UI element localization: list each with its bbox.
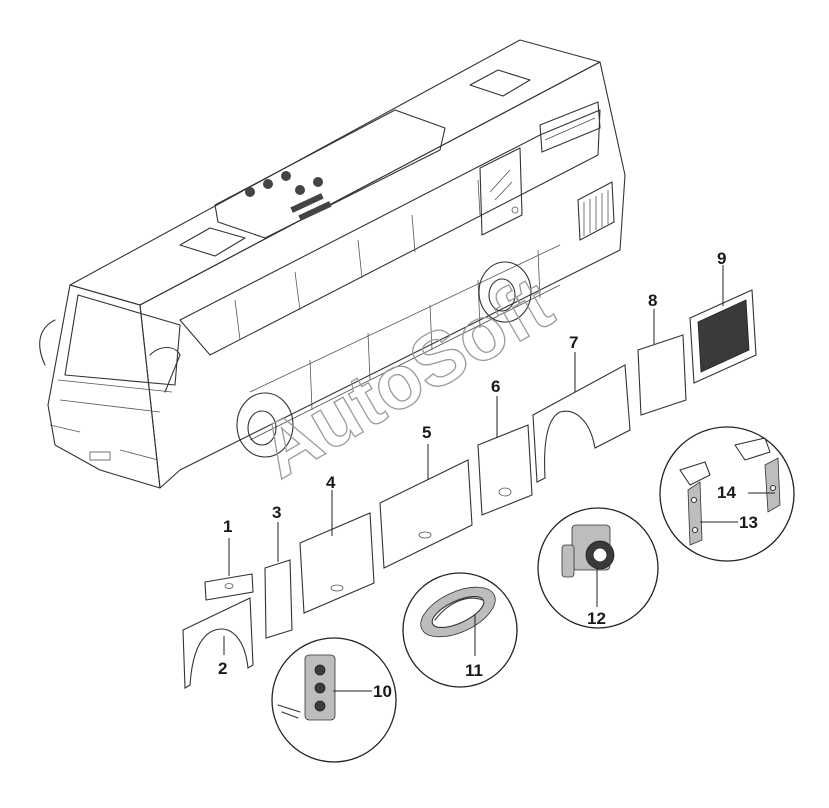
bus-illustration <box>39 39 626 489</box>
callout-10: 10 <box>373 682 392 701</box>
detail-12-lock-cylinder <box>537 507 659 629</box>
part-7-arch-panel <box>532 364 631 483</box>
callout-6: 6 <box>491 377 500 396</box>
detail-10-lock <box>271 637 397 763</box>
callout-4: 4 <box>326 473 336 492</box>
callout-11: 11 <box>465 661 483 680</box>
part-8-panel <box>637 334 687 416</box>
callout-8: 8 <box>648 291 657 310</box>
callout-3: 3 <box>272 503 281 522</box>
callout-1: 1 <box>223 517 232 536</box>
part-5-panel <box>379 459 473 569</box>
callout-14: 14 <box>717 483 736 502</box>
part-1-plate <box>204 573 254 601</box>
leader-lines <box>223 265 775 692</box>
part-6-panel <box>477 424 533 516</box>
detail-13-14-brackets <box>659 426 795 562</box>
part-2-arch-panel <box>182 597 254 689</box>
detail-11-handle <box>402 572 518 688</box>
part-4-panel <box>299 512 375 614</box>
callout-7: 7 <box>569 333 578 352</box>
callout-labels: 1 2 3 4 5 6 7 8 9 10 11 12 13 14 <box>218 249 758 701</box>
callout-5: 5 <box>422 423 431 442</box>
callout-13: 13 <box>739 513 758 532</box>
callout-12: 12 <box>587 609 606 628</box>
callout-9: 9 <box>717 249 726 268</box>
callout-2: 2 <box>218 659 227 678</box>
part-3-narrow-panel <box>264 559 293 639</box>
